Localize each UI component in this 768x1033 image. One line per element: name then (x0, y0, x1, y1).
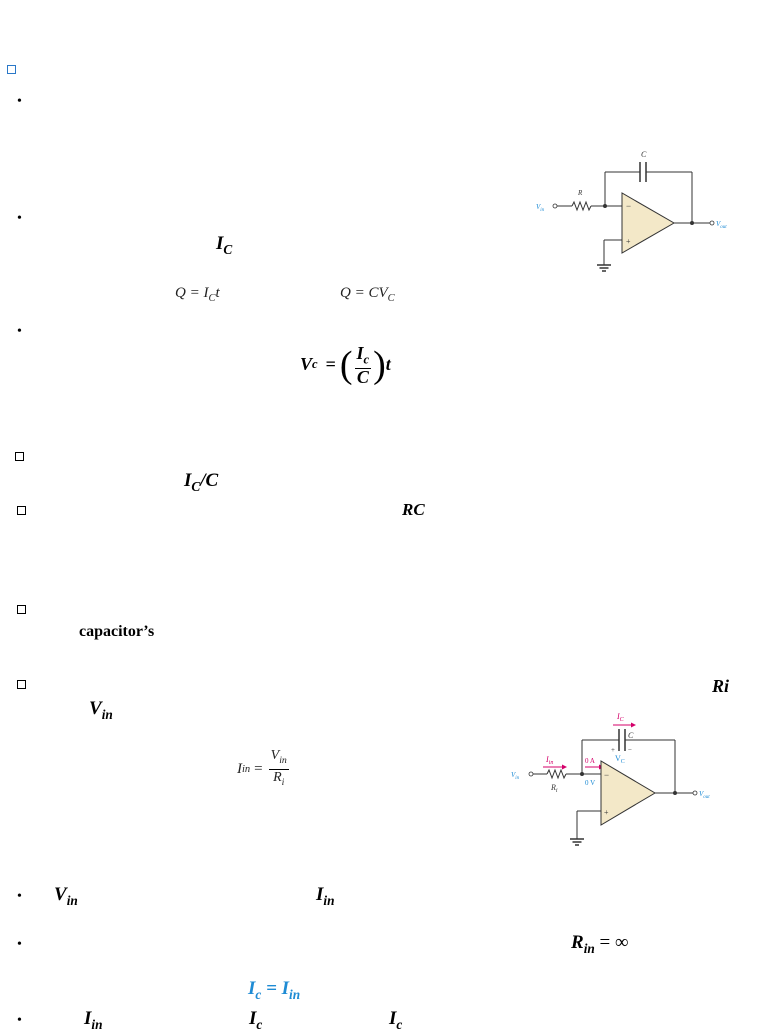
opamp-minus: − (604, 770, 609, 780)
section-marker-4 (17, 605, 26, 614)
vc-label: VC (615, 754, 625, 765)
section-marker-2 (15, 452, 24, 461)
input-terminal (528, 771, 534, 777)
opamp-symbol (621, 192, 676, 254)
opamp-symbol (600, 760, 656, 826)
equation-q-it: Q = ICt (175, 285, 220, 304)
capacitor-label: C (641, 150, 647, 159)
cap-minus: − (628, 746, 632, 754)
integrator-circuit-figure-1: C Vin R − + Vout (536, 150, 727, 272)
junction-node (603, 204, 607, 208)
bullet-4: • (17, 889, 22, 904)
cap-plus: + (611, 746, 615, 754)
integrator-circuit-figure-2: IC C + − VC Iin 0 A 0 V Vin Ri − + Vout (511, 712, 710, 846)
input-terminal (552, 203, 558, 209)
vin-label: Vin (536, 203, 545, 213)
iin-label: Iin (545, 755, 553, 766)
ic-arrow-head (631, 722, 636, 728)
ri-symbol: Ri (712, 676, 730, 696)
rin-infinity: Rin = ∞ (571, 932, 629, 956)
ic-symbol: IC (216, 233, 233, 257)
last-iin: Iin (84, 1008, 103, 1032)
bullet-6: • (17, 1013, 22, 1028)
bullet-2: • (17, 211, 22, 226)
capacitor-label: C (628, 731, 634, 740)
section-marker-5 (17, 680, 26, 689)
last-ic-2: Ic (389, 1008, 403, 1032)
section-marker-1 (7, 65, 16, 74)
resistor-label: R (577, 189, 583, 197)
vin-symbol-2: Vin (54, 884, 78, 908)
bullet-5: • (17, 937, 22, 952)
capacitors-word: capacitor’s (79, 623, 155, 640)
section-marker-3 (17, 506, 26, 515)
junction-node (580, 772, 584, 776)
resistor-label: Ri (550, 783, 558, 794)
ic-label: IC (616, 712, 625, 723)
vin-symbol: Vin (89, 698, 113, 722)
resistor (571, 200, 592, 212)
bullet-3: • (17, 324, 22, 339)
zero-amp-label: 0 A (585, 757, 595, 765)
output-terminal (692, 790, 698, 796)
opamp-minus: − (626, 201, 631, 211)
opamp-plus: + (626, 237, 631, 246)
vin-label: Vin (511, 771, 520, 781)
output-node (690, 221, 694, 225)
iin-arrow-head (562, 764, 567, 770)
ic-over-c: IC/C (184, 470, 219, 494)
opamp-plus: + (604, 808, 609, 817)
output-terminal (709, 220, 715, 226)
ic-equals-iin: Ic = Iin (248, 978, 301, 1002)
rc-symbol: RC (402, 500, 425, 519)
zero-volt-label: 0 V (585, 779, 595, 787)
last-ic-1: Ic (249, 1008, 263, 1032)
output-node (673, 791, 677, 795)
resistor (546, 768, 567, 780)
vout-label: Vout (716, 220, 727, 230)
vout-label: Vout (699, 790, 710, 800)
iin-symbol: Iin (316, 884, 335, 908)
equation-q-cv: Q = CVC (340, 285, 395, 304)
bullet-1: • (17, 94, 22, 109)
